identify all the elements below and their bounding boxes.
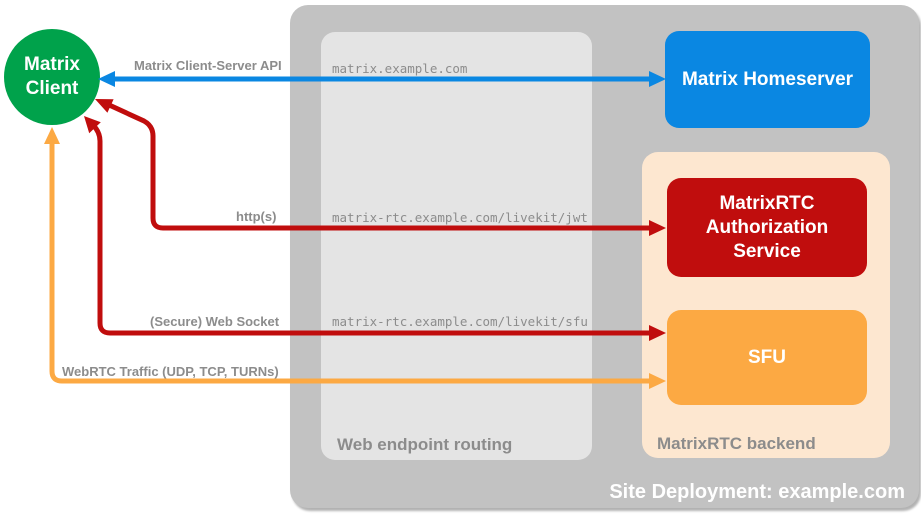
- endpoint-livekit-jwt: matrix-rtc.example.com/livekit/jwt: [332, 210, 588, 225]
- matrixrtc-authorization-service-label: MatrixRTC Authorization Service: [705, 192, 829, 262]
- matrixrtc-authorization-service-node: MatrixRTC Authorization Service: [667, 178, 867, 277]
- sfu-label: SFU: [748, 346, 786, 368]
- sfu-node: SFU: [667, 310, 867, 405]
- web-endpoint-routing-caption: Web endpoint routing: [337, 435, 513, 454]
- web-endpoint-routing-container: [321, 32, 592, 460]
- webrtc-arrow-label: WebRTC Traffic (UDP, TCP, TURNs): [62, 364, 279, 379]
- client-server-api-arrow-label: Matrix Client-Server API: [134, 58, 282, 73]
- site-deployment-caption: Site Deployment: example.com: [609, 481, 905, 503]
- websocket-arrow-label: (Secure) Web Socket: [150, 314, 280, 329]
- endpoint-livekit-sfu: matrix-rtc.example.com/livekit/sfu: [332, 314, 588, 329]
- matrix-homeserver-node: Matrix Homeserver: [665, 31, 870, 128]
- matrix-homeserver-label: Matrix Homeserver: [681, 68, 854, 90]
- arrowhead-up-left-icon: [84, 116, 101, 134]
- matrixrtc-backend-caption: MatrixRTC backend: [657, 434, 816, 453]
- arrowhead-left-icon: [98, 71, 115, 87]
- matrix-client-node: Matrix Client: [4, 29, 100, 125]
- arrowhead-up-icon: [44, 127, 60, 144]
- matrix-client-label: Matrix Client: [24, 54, 80, 99]
- endpoint-homeserver: matrix.example.com: [332, 61, 468, 76]
- arrowhead-up-left-icon: [95, 99, 114, 113]
- https-arrow-label: http(s): [236, 209, 277, 224]
